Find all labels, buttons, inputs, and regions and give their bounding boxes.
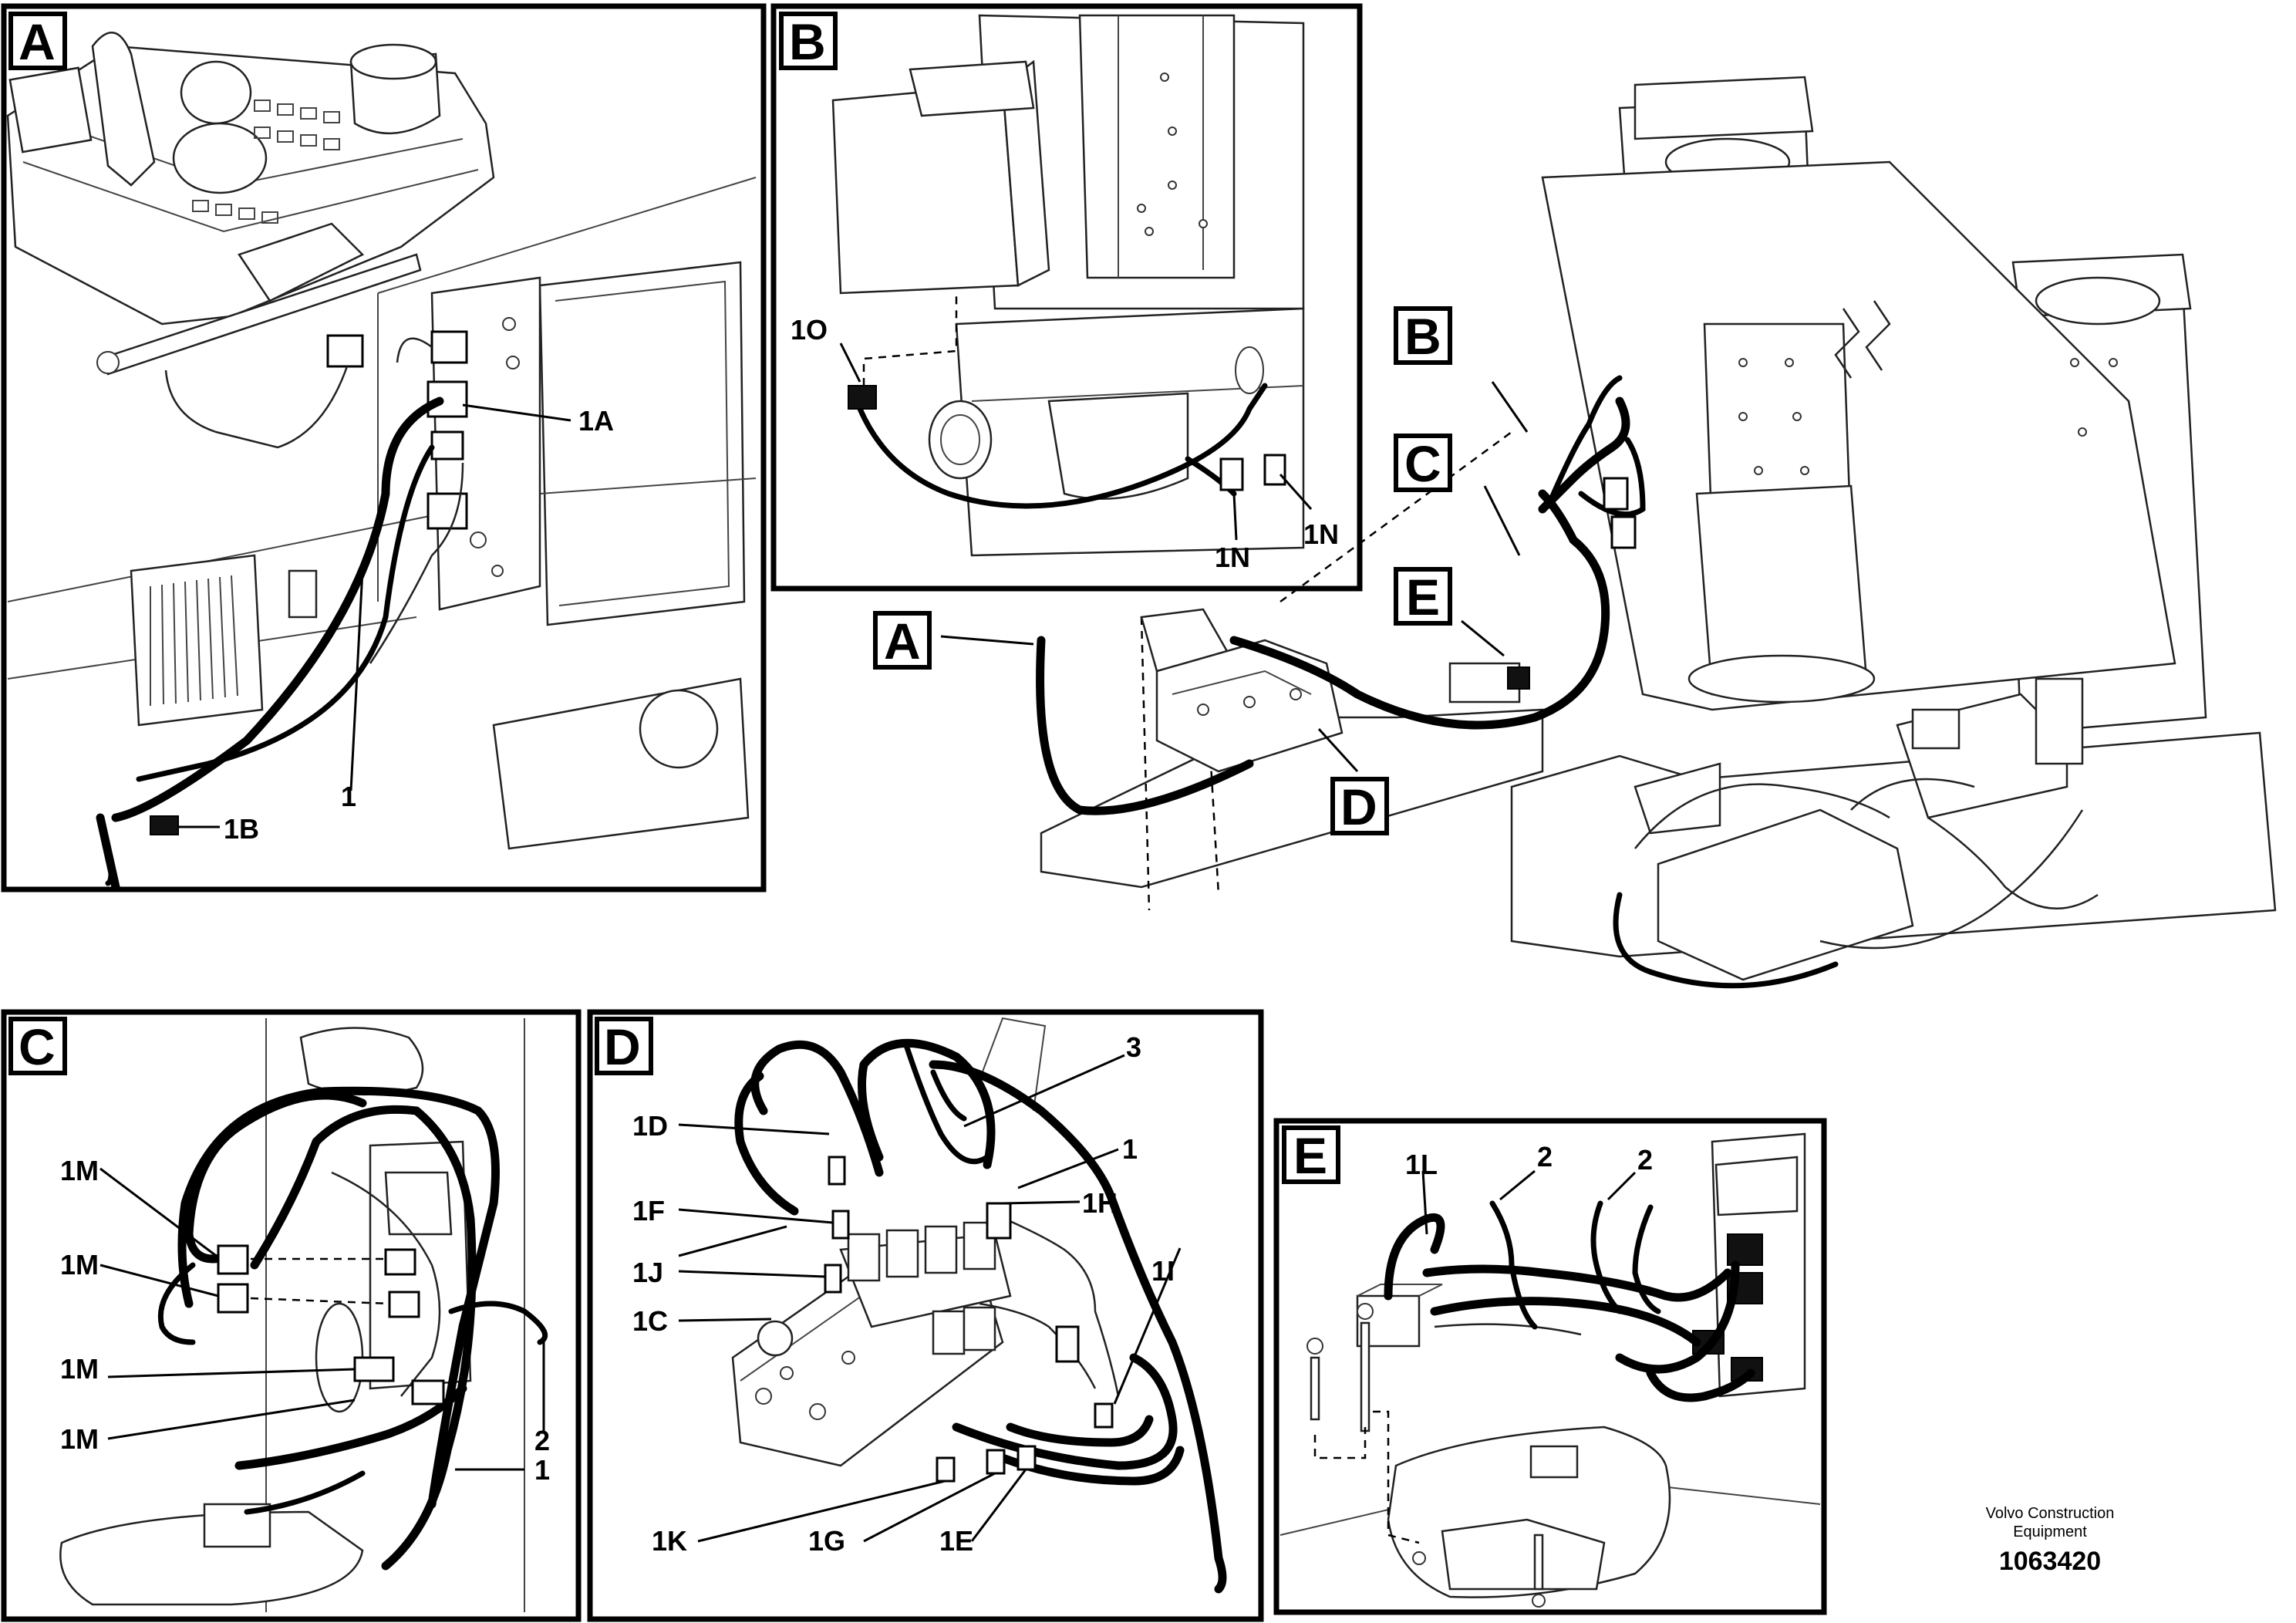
harness-1 xyxy=(96,337,464,892)
socket-c-2 xyxy=(388,1291,420,1318)
overview-tag-a-box xyxy=(873,611,932,670)
panel-b-tag-box xyxy=(779,12,838,70)
connector-1B xyxy=(150,815,179,835)
callout-1E: 1E xyxy=(939,1525,973,1557)
publisher-block: Volvo Construction Equipment 1063420 xyxy=(1986,1505,2115,1576)
connector-1N-a xyxy=(1219,457,1244,491)
connector-1M-a xyxy=(217,1244,249,1275)
panel-a: A 1A 1 1B xyxy=(1,3,767,892)
callout-d-1: 1 xyxy=(1122,1133,1138,1165)
overview-tag-c: C xyxy=(1404,435,1441,492)
socket-c-1 xyxy=(384,1248,416,1276)
brand-line-2: Equipment xyxy=(2013,1523,2087,1540)
valve-stack-right xyxy=(1613,677,2099,989)
callout-1N-right: 1N xyxy=(1303,518,1339,550)
panel-c: C 1M 1M 1M 1M 2 1 xyxy=(1,1009,582,1622)
machine-overview: A B C E D xyxy=(873,76,2277,989)
callout-1C: 1C xyxy=(632,1305,668,1337)
overview-tag-b: B xyxy=(1404,308,1441,365)
callout-e-2-right: 2 xyxy=(1637,1144,1653,1176)
overview-tag-c-box xyxy=(1394,434,1452,492)
panel-d-tag-box xyxy=(595,1017,653,1075)
panel-b-tag: B xyxy=(789,13,826,70)
overview-tag-b-box xyxy=(1394,306,1452,365)
callout-1K: 1K xyxy=(652,1525,687,1557)
connector-1M-b xyxy=(217,1283,249,1314)
plug-e-4 xyxy=(1731,1357,1763,1382)
valve-block xyxy=(1155,639,1344,773)
harness-main xyxy=(1036,375,1646,815)
connector-1M-c xyxy=(353,1356,395,1382)
callout-1L: 1L xyxy=(1405,1149,1438,1180)
panel-d-tag: D xyxy=(604,1018,641,1075)
switch-e-plug xyxy=(1507,666,1530,690)
harness-c xyxy=(157,1086,500,1571)
callout-1H: 1H xyxy=(1082,1187,1118,1219)
callout-3: 3 xyxy=(1126,1031,1141,1063)
overview-tag-d: D xyxy=(1340,778,1377,835)
cable-tie-2 xyxy=(448,1301,548,1345)
panel-a-tag-box xyxy=(8,12,67,70)
valve-block-d xyxy=(731,1221,1012,1467)
callout-1G: 1G xyxy=(808,1525,845,1557)
callout-1M-4: 1M xyxy=(60,1423,99,1455)
document-number: 1063420 xyxy=(1999,1547,2101,1576)
brand-line-1: Volvo Construction xyxy=(1986,1505,2115,1522)
callout-1O: 1O xyxy=(791,314,828,346)
callout-1A: 1A xyxy=(578,405,614,437)
connector-panel-c-2 xyxy=(1610,515,1637,549)
callout-1J: 1J xyxy=(632,1257,663,1288)
panel-d: D 3 1 1D 1H 1F 1J 1C 1I 1K 1G 1E xyxy=(587,1009,1264,1622)
overview-tag-a: A xyxy=(884,612,921,670)
panel-e-tag-box xyxy=(1282,1125,1340,1184)
tie-e-2 xyxy=(1590,1200,1623,1314)
callout-1N-left: 1N xyxy=(1215,542,1250,573)
panel-e: E 1L 2 2 xyxy=(1273,1118,1827,1615)
overview-tag-e: E xyxy=(1406,569,1440,626)
connector-1M-d xyxy=(411,1379,445,1405)
overview-tag-d-box xyxy=(1330,777,1389,835)
panel-a-tag: A xyxy=(19,13,56,70)
connector-1N-b xyxy=(1263,454,1286,486)
callout-1M-1: 1M xyxy=(60,1155,99,1186)
panel-e-tag: E xyxy=(1293,1127,1327,1184)
callout-1M-2: 1M xyxy=(60,1249,99,1281)
callout-1B: 1B xyxy=(224,813,259,845)
panel-c-tag: C xyxy=(19,1018,56,1075)
callout-e-2-left: 2 xyxy=(1537,1141,1553,1173)
connectors-d xyxy=(824,1156,1114,1483)
overview-tag-e-box xyxy=(1394,567,1452,626)
callout-c-1: 1 xyxy=(534,1454,550,1486)
callout-1M-3: 1M xyxy=(60,1353,99,1385)
tie-e-3 xyxy=(1632,1204,1661,1314)
panel-b: B 1O 1N 1N xyxy=(770,3,1363,592)
callout-1: 1 xyxy=(341,781,356,812)
callout-1F: 1F xyxy=(632,1195,665,1227)
callout-2: 2 xyxy=(534,1425,550,1456)
connector-1O xyxy=(848,385,877,410)
control-console xyxy=(6,32,495,326)
callout-1I: 1I xyxy=(1151,1255,1175,1287)
panel-c-tag-box xyxy=(8,1017,67,1075)
tie-e-1 xyxy=(1489,1200,1538,1330)
connector-panel-c xyxy=(1603,477,1629,511)
plug-e-1 xyxy=(1727,1233,1763,1266)
callout-1D: 1D xyxy=(632,1110,668,1142)
harness-e xyxy=(1384,1213,1755,1402)
